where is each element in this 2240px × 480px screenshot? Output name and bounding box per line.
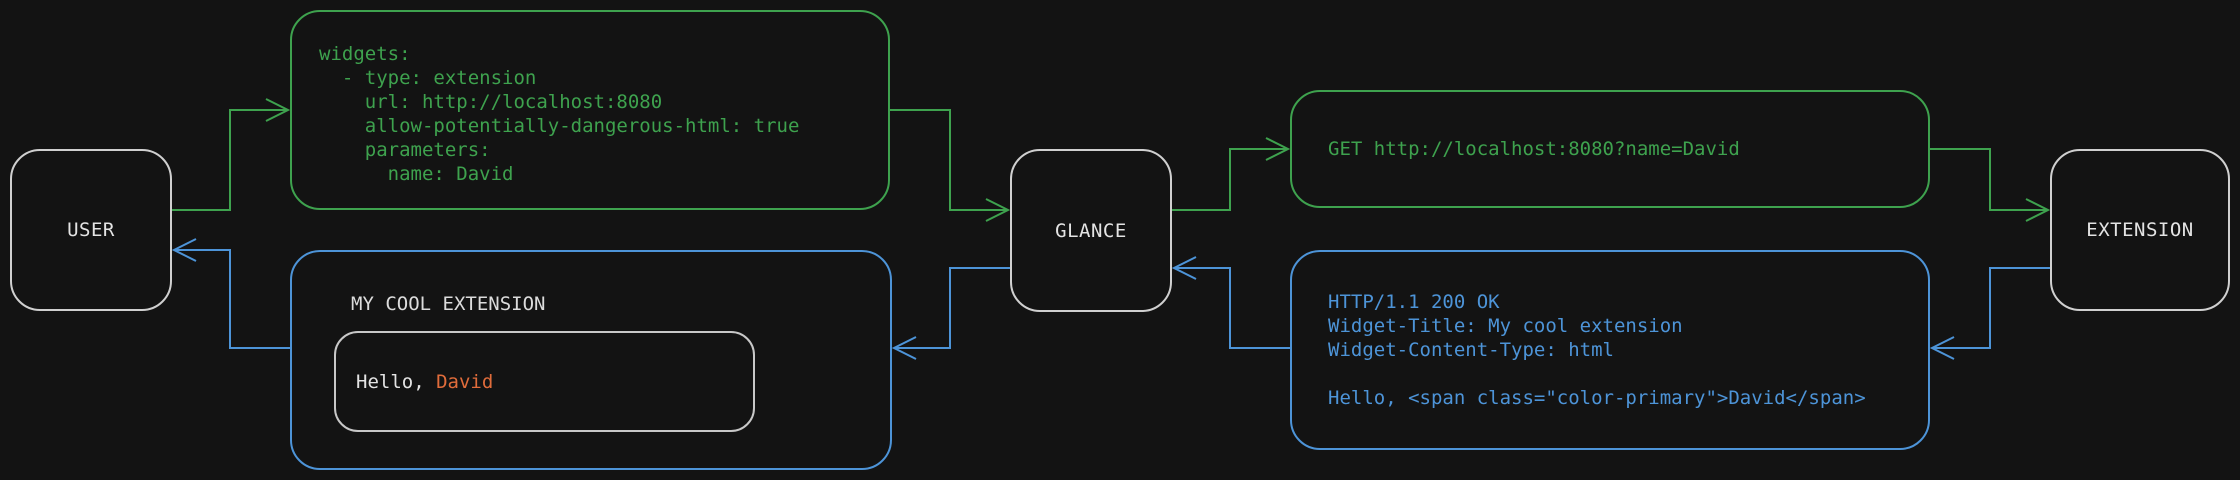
http-request-box: GET http://localhost:8080?name=David: [1290, 90, 1930, 208]
arrowhead-request-to-extension: [2025, 198, 2051, 222]
arrowhead-widget-to-user: [171, 238, 197, 262]
response-line: [1328, 362, 1928, 386]
arrowhead-config-to-glance: [985, 198, 1011, 222]
arrow-config-to-glance: [890, 109, 1006, 211]
response-line: Hello, <span class="color-primary">David…: [1328, 387, 1866, 409]
glance-node: GLANCE: [1010, 149, 1172, 312]
greeting-name: David: [436, 370, 494, 393]
user-node-label: USER: [67, 219, 115, 241]
arrow-user-to-config: [172, 109, 286, 211]
config-line: widgets:: [319, 43, 411, 65]
config-line: parameters:: [319, 139, 491, 161]
arrowhead-user-to-config: [265, 98, 291, 122]
response-line: Widget-Content-Type: html: [1328, 339, 1614, 361]
response-line: Widget-Title: My cool extension: [1328, 315, 1683, 337]
arrowhead-extension-to-response: [1929, 336, 1955, 360]
widget-greeting-box: Hello, David: [334, 331, 755, 432]
arrow-request-to-extension: [1930, 148, 2046, 211]
http-request-text: GET http://localhost:8080?name=David: [1328, 138, 1740, 160]
arrowhead-glance-to-request: [1265, 137, 1291, 161]
arrowhead-glance-to-widget: [891, 336, 917, 360]
config-line: - type: extension: [319, 67, 537, 89]
extension-node: EXTENSION: [2050, 149, 2230, 311]
widget-preview-box: MY COOL EXTENSION Hello, David: [290, 250, 892, 470]
response-line: HTTP/1.1 200 OK: [1328, 291, 1500, 313]
yaml-config-box: widgets: - type: extension url: http://l…: [290, 10, 890, 210]
widget-title: MY COOL EXTENSION: [351, 293, 546, 315]
config-line: allow-potentially-dangerous-html: true: [319, 115, 800, 137]
extension-node-label: EXTENSION: [2086, 219, 2194, 241]
config-line: url: http://localhost:8080: [319, 91, 663, 113]
config-line: name: David: [319, 163, 514, 185]
user-node: USER: [10, 149, 172, 311]
http-response-box: HTTP/1.1 200 OK Widget-Title: My cool ex…: [1290, 250, 1930, 450]
greeting-prefix: Hello,: [356, 370, 437, 393]
arrow-widget-to-user: [176, 249, 290, 349]
arrowhead-response-to-glance: [1171, 256, 1197, 280]
glance-node-label: GLANCE: [1055, 219, 1127, 242]
arrow-glance-to-widget: [896, 267, 1010, 349]
arrow-response-to-glance: [1176, 267, 1290, 349]
arrow-glance-to-request: [1172, 148, 1286, 211]
arrow-extension-to-response: [1934, 267, 2050, 349]
